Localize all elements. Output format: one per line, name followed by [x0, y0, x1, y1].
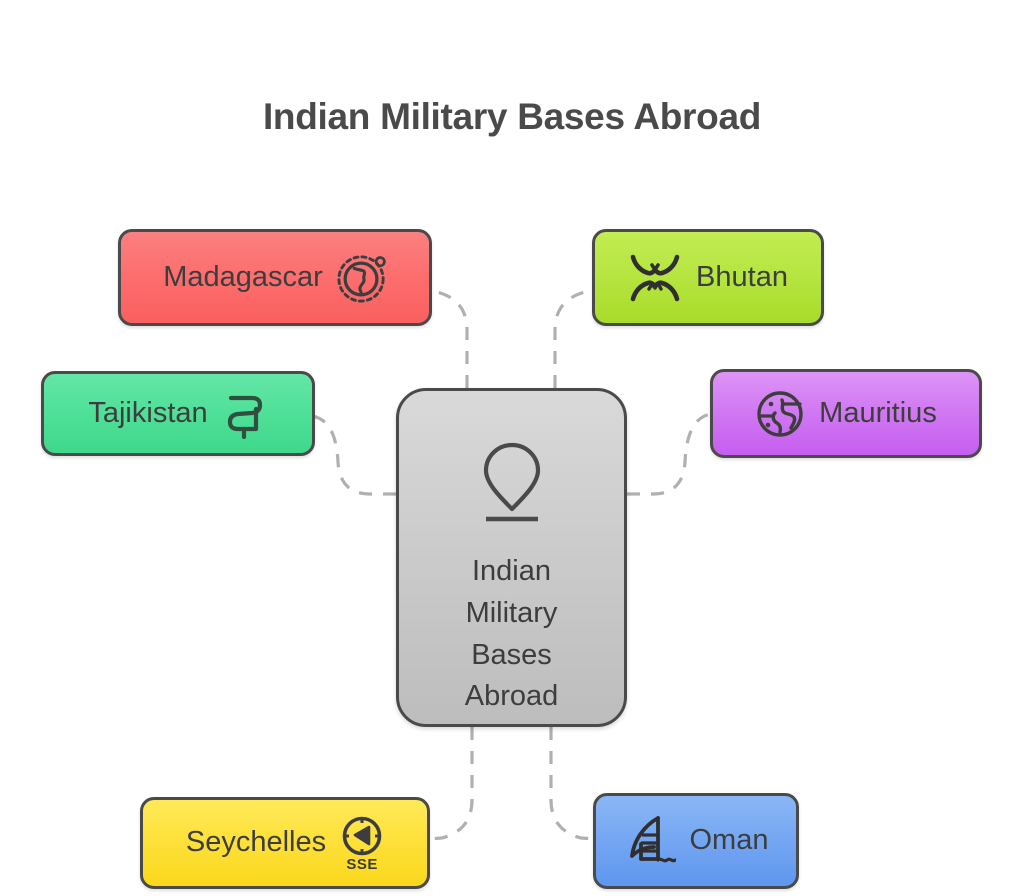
globe-island-icon — [755, 389, 805, 439]
compass-icon: SSE — [340, 814, 384, 873]
ribbon-glyph-icon — [222, 389, 268, 439]
compass-icon-caption: SSE — [346, 855, 378, 873]
globe-africa-orbit-icon — [337, 253, 387, 303]
node-tajikistan[interactable]: Tajikistan — [41, 371, 315, 456]
node-madagascar-label: Madagascar — [163, 260, 323, 293]
node-seychelles[interactable]: Seychelles SSE — [140, 797, 430, 889]
node-seychelles-label: Seychelles — [185, 826, 327, 859]
node-oman-label: Oman — [689, 824, 769, 857]
node-mauritius-label: Mauritius — [819, 396, 937, 429]
node-bhutan[interactable]: Bhutan — [592, 229, 824, 326]
node-bhutan-label: Bhutan — [696, 260, 788, 293]
node-madagascar[interactable]: Madagascar — [118, 229, 432, 326]
page-title: Indian Military Bases Abroad — [262, 96, 762, 137]
mountain-peaks-icon — [628, 252, 682, 304]
center-node[interactable]: Indian Military Bases Abroad — [396, 388, 627, 727]
node-oman[interactable]: Oman — [593, 793, 799, 889]
sail-tower-waves-icon — [624, 814, 676, 868]
node-tajikistan-label: Tajikistan — [88, 396, 208, 429]
node-mauritius[interactable]: Mauritius — [710, 369, 982, 458]
map-pin-icon — [480, 439, 544, 525]
center-node-label: Indian Military Bases Abroad — [464, 555, 559, 713]
